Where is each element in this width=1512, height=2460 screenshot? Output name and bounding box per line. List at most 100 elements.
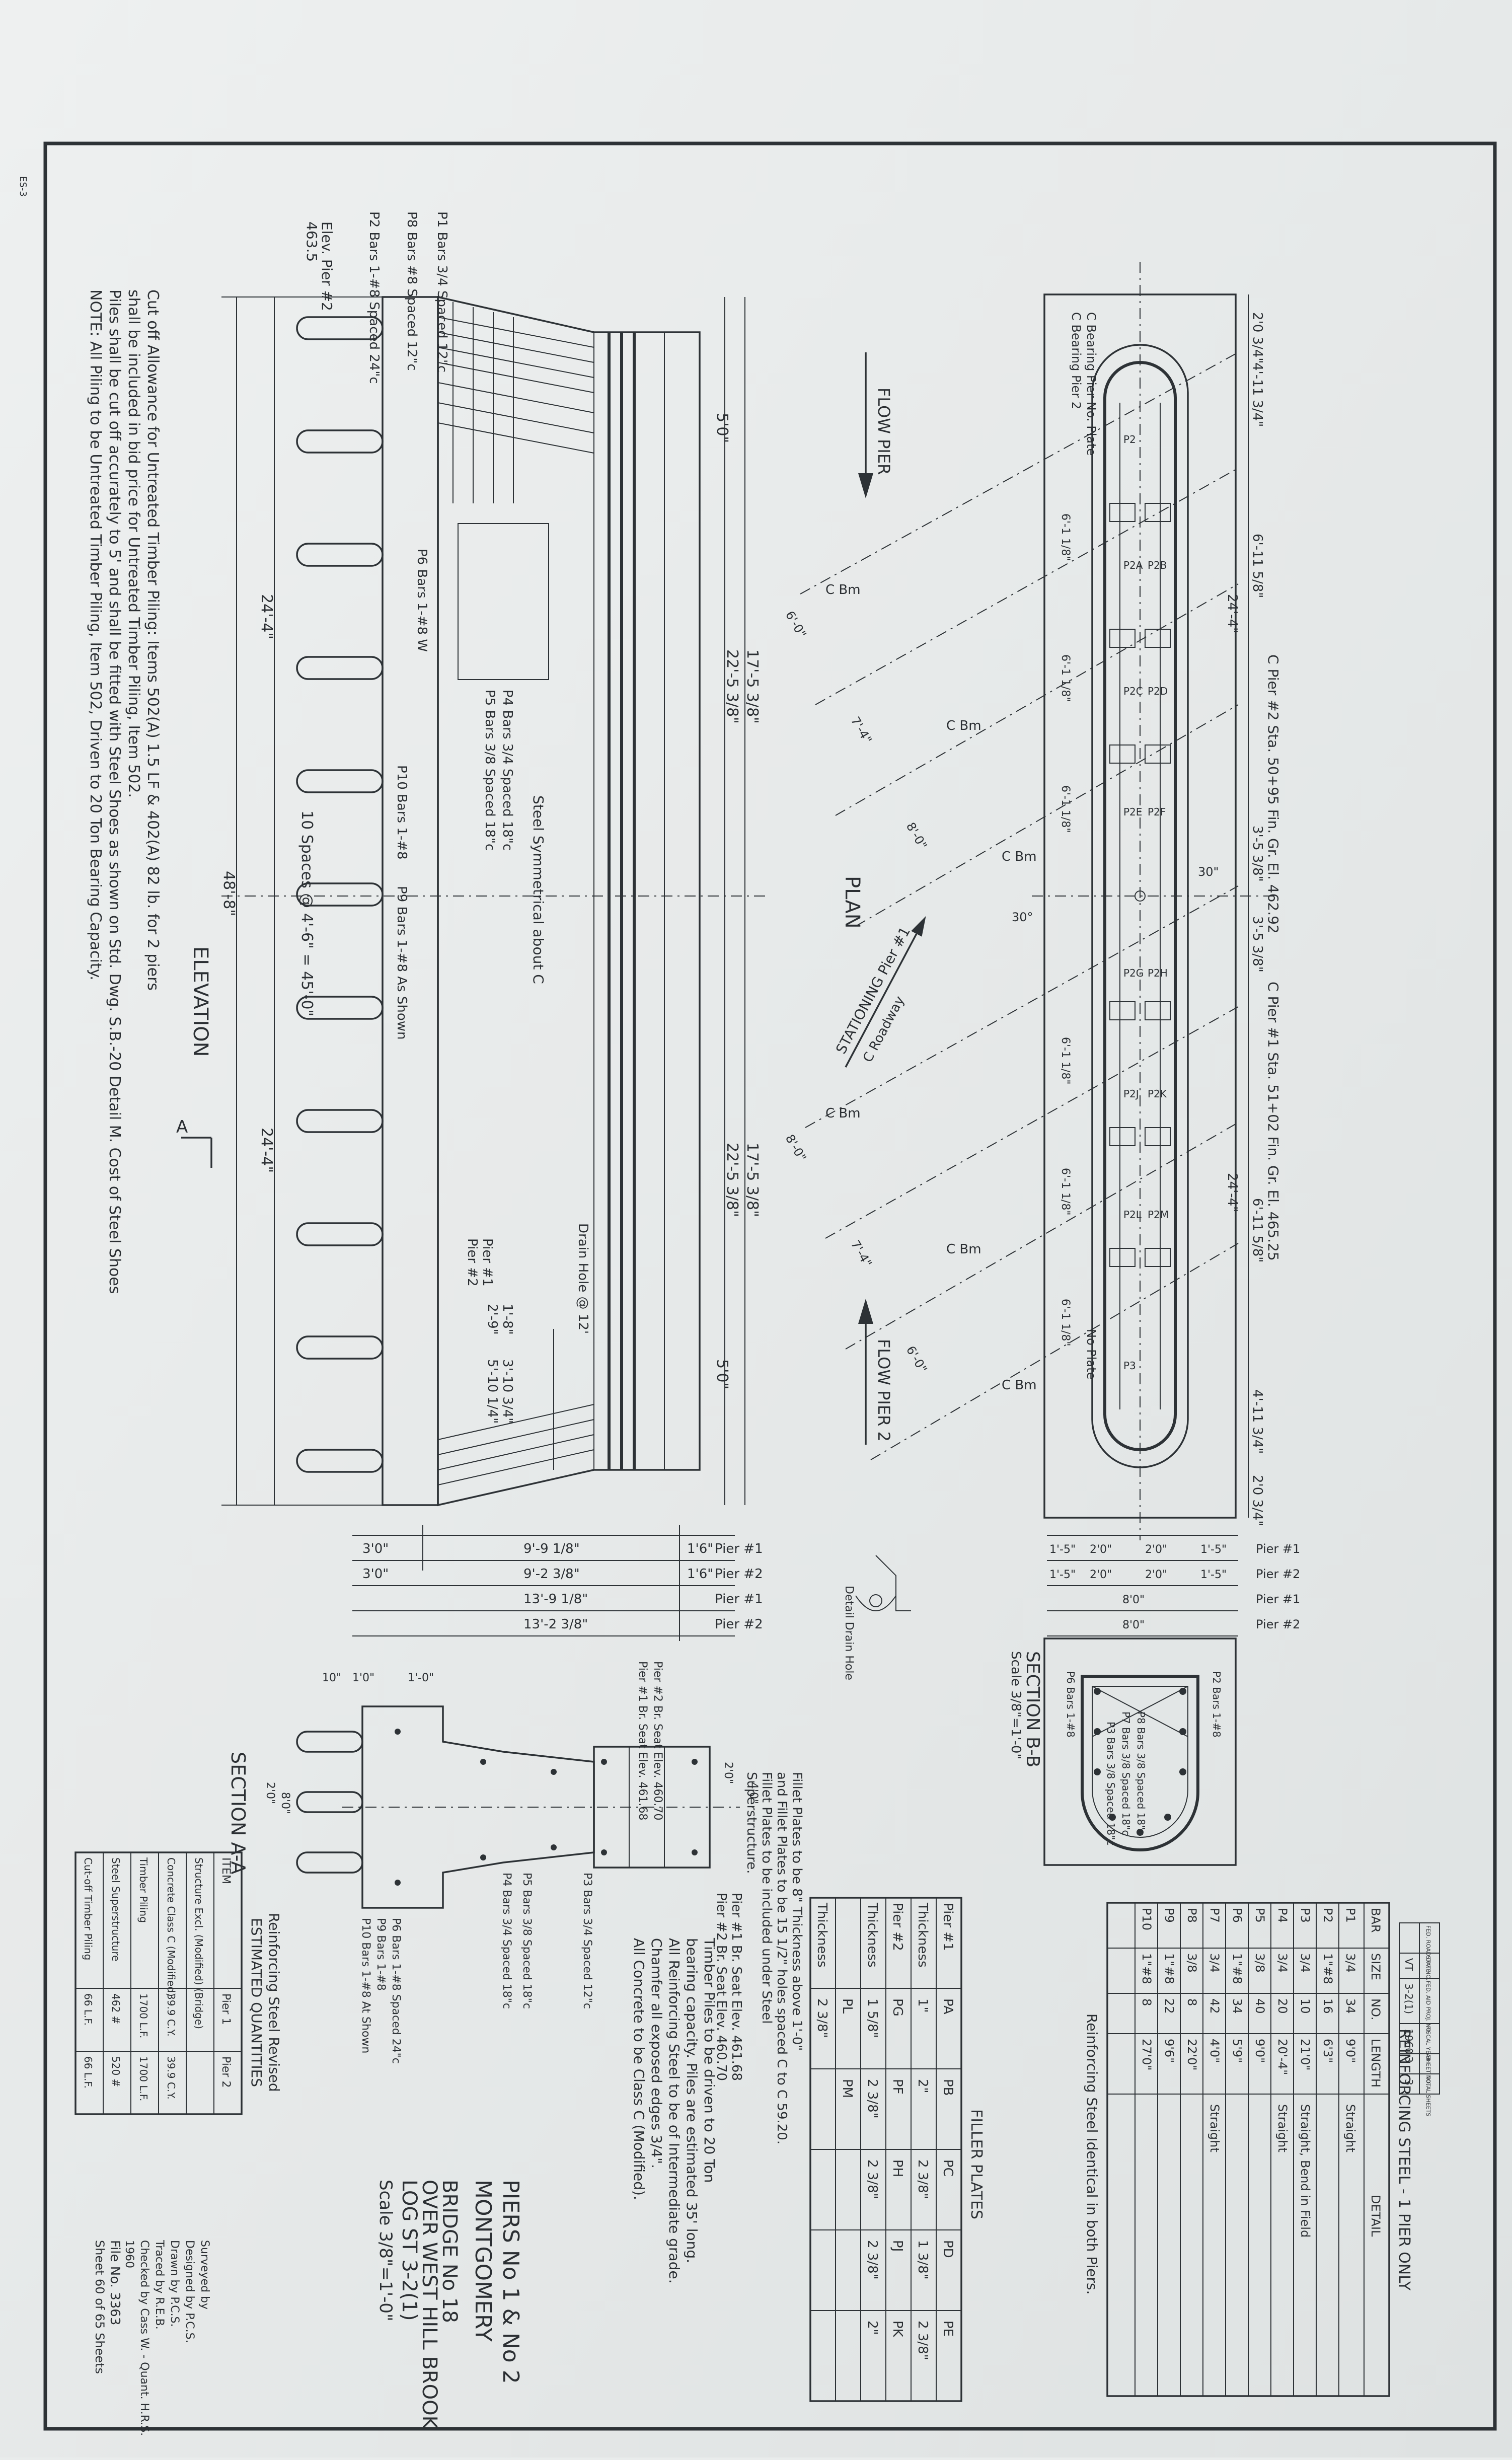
elev-top-value: 463.5 [304, 221, 320, 262]
revision-box: FED. ROAD DIV. NO. STATE FED. AID PROJ. … [1399, 1922, 1440, 2116]
elev-dim-left-2: 24'-4" [258, 1128, 275, 1173]
reinforcing-table: REINFORCING STEEL - 1 PIER ONLY Reinforc… [1084, 1902, 1413, 2397]
aa-seat-1: Pier #1 Br. Seat Elev. 461.68 [636, 1661, 649, 1820]
plan-dim-4: 3'-5 3/8" [1250, 826, 1265, 882]
pile [296, 543, 384, 567]
tb-surveyed: Surveyed by [198, 2240, 211, 2309]
plan-offset-2: 6'-1 1/8" [1059, 654, 1072, 702]
filler-r5c0: Thickness [814, 1902, 829, 1968]
flow-top-label: FLOW PIER [874, 388, 893, 475]
rev-v1: 3 [1403, 2056, 1415, 2063]
reinforcing-cell: 22'0" [1185, 2039, 1199, 2070]
quantity-cell: 66 L.F. [82, 2056, 94, 2089]
aa-dim-7: 4'0" [747, 1782, 760, 1804]
elev-dim-2: 17'-5 3/8" [743, 649, 761, 724]
elev-dim-top: 5'0" [713, 413, 731, 443]
pile [296, 1109, 384, 1133]
elev-dim-left-1: 24'-4" [258, 594, 275, 639]
filler-r2c1: PG [890, 1998, 905, 2017]
qty-h1: Pier 1 [219, 1993, 232, 2025]
quantity-cell: 66 L.F. [82, 1993, 94, 2026]
aa-dim-5: 8'0" [279, 1792, 291, 1814]
reinforcing-cell: Straight [1207, 2104, 1222, 2152]
aa-seat-2: Pier #2 Br. Seat Elev. 460.70 [651, 1661, 664, 1820]
section-bb-title: SECTION B-B [1022, 1651, 1043, 1767]
filler-r0c2: PB [940, 2079, 955, 2096]
reinforcing-fan-bottom [437, 1329, 594, 1485]
reinforcing-cell: 9'0" [1343, 2039, 1357, 2063]
reinforcing-cell: P9 [1162, 1908, 1176, 1923]
filler-r2c3: PH [890, 2159, 905, 2177]
elev-bar-p5: P5 Bars 3/8 Spaced 18"c [482, 690, 497, 851]
plan-dim-8: 4'-11 3/4" [1250, 1389, 1265, 1454]
pile [296, 1335, 384, 1360]
tb-scale: Scale 3/8"=1'-0" [375, 2180, 396, 2322]
filler-r3c2: 2 3/8" [865, 2079, 880, 2119]
plan-offset-6: 6'-1 1/8" [1059, 1299, 1072, 1347]
reinforcing-cell: P5 [1253, 1908, 1267, 1923]
pile [296, 1222, 384, 1246]
quantity-cell: Cut-off Timber Piling [82, 1857, 94, 1960]
elev-bar-p4: P4 Bars 3/4 Spaced 18"c [500, 690, 515, 851]
elev-bar-p2: P2 Bars 1-#8 Spaced 24"c [366, 211, 382, 384]
rev-h2: FED. AID PROJ. NO. [1425, 1981, 1431, 2034]
elev-dim-3: 22'-5 3/8" [723, 1143, 741, 1217]
section-bb-rebar-dots [1094, 1688, 1186, 1836]
pb-r1-c: 2'0" [1145, 1543, 1167, 1556]
plan-right-dims: 2'0 3/4" 4'-11 3/4" 6'-11 5/8" 24'-4" 3'… [1225, 294, 1265, 1526]
filler-r3c0: Thickness [865, 1902, 880, 1968]
fillet-note-5: Pier #1 Br. Seat Elev. 461.68 [729, 1893, 744, 2081]
plan-pier-outline [1091, 344, 1189, 1468]
elev-top-label: Elev. Pier #2 [319, 221, 335, 311]
filler-r5c1: 2 3/8" [814, 1998, 829, 2038]
reinforcing-cell: Straight [1275, 2104, 1290, 2152]
reinforcing-cell: 20'-4" [1275, 2039, 1290, 2075]
quantities-rows: Structure Excl. (Modified) (Bridge)Concr… [82, 1857, 205, 2101]
flow-arrow-top: FLOW PIER [858, 352, 893, 498]
elev-bar-p8: P8 Bars #8 Spaced 12"c [404, 211, 419, 371]
bb-bar-4: P2 Bars 1-#8 [1211, 1671, 1223, 1738]
title-block: PIERS No 1 & No 2 MONTGOMERY BRIDGE No 1… [93, 2180, 523, 2436]
filler-title: FILLER PLATES [967, 2109, 985, 2219]
fillet-notes: Fillet Plates to be 8" Thickness above 1… [714, 1772, 804, 2144]
rev-v2: 3-2(1) [1403, 1983, 1415, 2014]
bar-tag-p2g: P2G [1123, 967, 1144, 979]
quantity-cell: 39.9 C.Y. [165, 2056, 177, 2100]
reinforcing-cell: P4 [1275, 1908, 1290, 1923]
bot-dim-r4-tag: Pier #2 [715, 1617, 763, 1632]
elevation-dim-lines [221, 296, 745, 1506]
bar-tag-p2j: P2J [1123, 1088, 1139, 1100]
reinforcing-cell: 1"#8 [1140, 1953, 1154, 1984]
tb-sheet: Sheet 60 of 65 Sheets [93, 2240, 107, 2374]
plan-title: PLAN [841, 876, 864, 929]
note-line-3: shall be included in bid price for Untre… [125, 289, 142, 798]
plan-angle-2: 30° [1012, 910, 1033, 924]
elev-spacing: 10 Spaces @ 4'-6" = 45'-0" [298, 810, 316, 1016]
reinforcing-cell: 4'0" [1207, 2039, 1222, 2063]
elev-steel-note: Steel Symmetrical about C [530, 795, 547, 984]
reinforcing-cell: 3/4 [1343, 1953, 1357, 1973]
fillet-note-6: Pier #2 Br. Seat Elev. 460.70 [714, 1893, 729, 2081]
elev-pier2: Pier #2 [465, 1238, 480, 1287]
elevation-bottom-dims: 3'0" 9'-9 1/8" 1'6" Pier #1 3'0" 9'-2 3/… [352, 1525, 763, 1641]
filler-r0c0: Pier #1 [940, 1903, 955, 1951]
pb-r1-d: 1'-5" [1200, 1543, 1227, 1556]
reinforcing-cell: Straight [1343, 2104, 1357, 2152]
pb-r4-b: 8'0" [1122, 1619, 1145, 1631]
filler-r1c2: 2" [915, 2079, 930, 2094]
pb-r3-b: 8'0" [1122, 1594, 1145, 1606]
section-aa-title: SECTION A-A [227, 1752, 249, 1875]
fillet-note-3: Fillet Plates to be included under Steel [759, 1772, 774, 2024]
filler-r0c4: PD [940, 2240, 955, 2258]
reinforcing-cell: P3 [1298, 1908, 1312, 1923]
pb-r1-b: 2'0" [1090, 1543, 1112, 1556]
filler-r3c5: 2" [865, 2321, 880, 2335]
bar-tag-p2k: P2K [1148, 1088, 1167, 1100]
pile [296, 1449, 384, 1473]
beam-centerlines [800, 352, 1239, 1460]
quantity-cell: 1700 L.F. [137, 2056, 149, 2101]
plan-pier-stem [1103, 361, 1177, 1451]
bm-label-6: C Bm [1002, 1378, 1037, 1393]
bm-label-3: C Bm [1002, 849, 1037, 864]
